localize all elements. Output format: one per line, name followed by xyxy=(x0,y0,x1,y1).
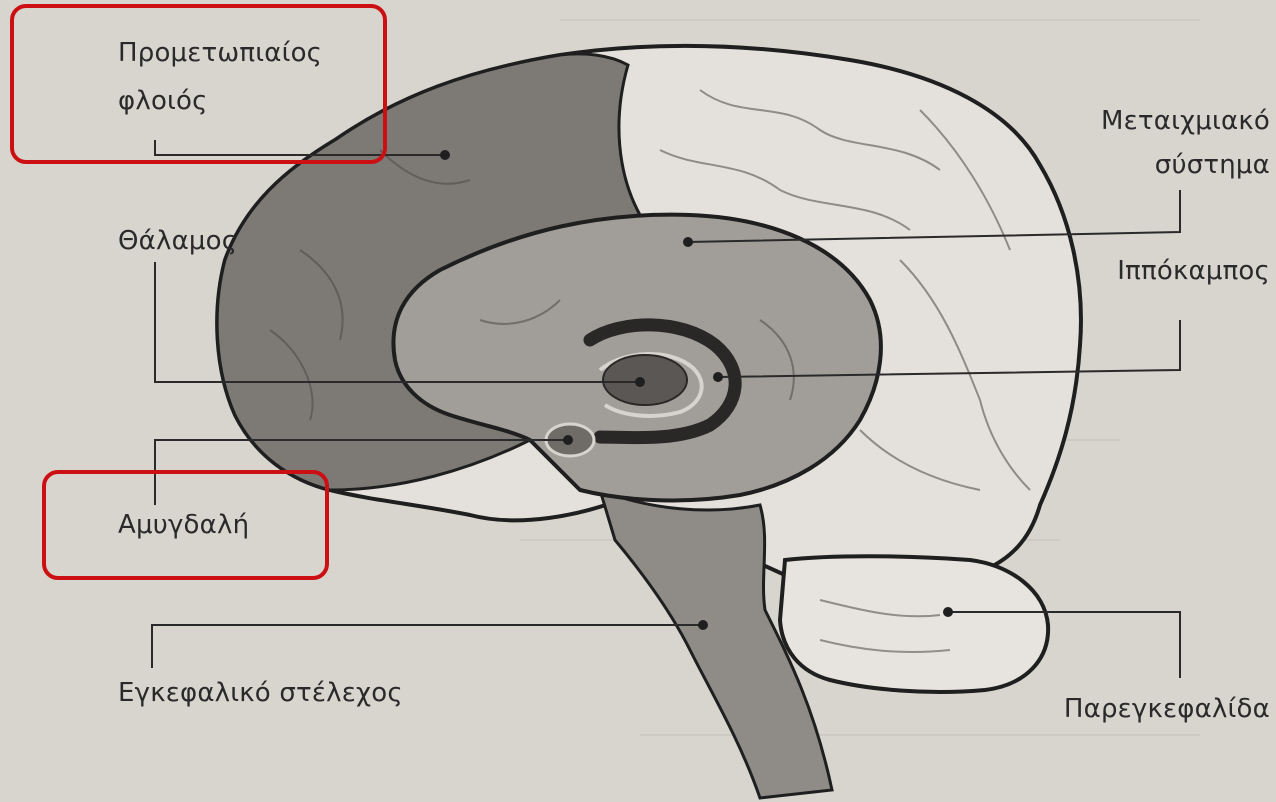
label-limbic-line2: σύστημα xyxy=(1155,148,1270,182)
label-limbic-line1: Μεταιχμιακό xyxy=(1101,104,1270,138)
cerebellum-shape xyxy=(780,556,1048,692)
label-prefrontal-line1: Προμετωπιαίος xyxy=(118,36,322,70)
label-prefrontal-line2: φλοιός xyxy=(118,84,208,118)
label-cerebellum: Παρεγκεφαλίδα xyxy=(1064,692,1270,726)
label-hippocampus: Ιππόκαμπος xyxy=(1117,254,1270,288)
leader-brainstem xyxy=(152,625,703,668)
label-amygdala: Αμυγδαλή xyxy=(118,508,249,542)
label-thalamus: Θάλαμος xyxy=(118,224,237,258)
thalamus-shape xyxy=(603,355,687,405)
label-brainstem: Εγκεφαλικό στέλεχος xyxy=(118,676,403,710)
